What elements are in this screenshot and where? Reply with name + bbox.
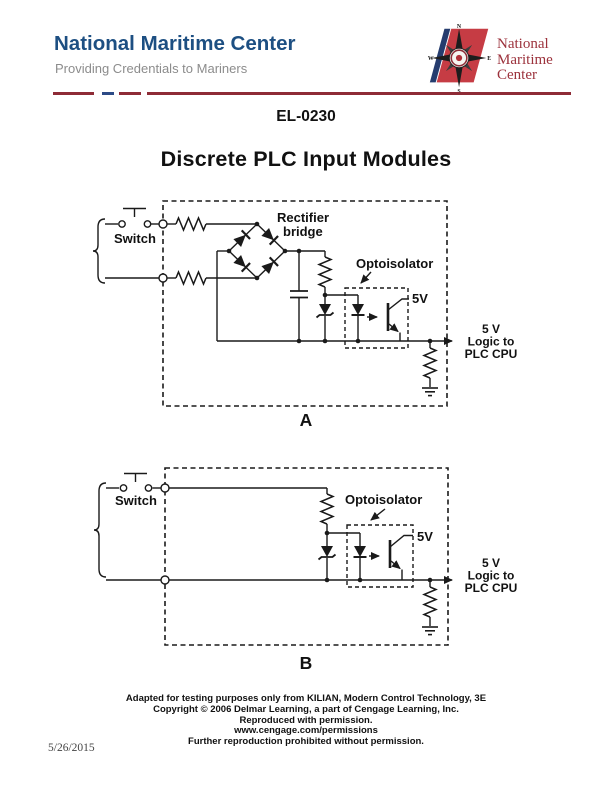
logo-word-line: Maritime	[497, 51, 553, 68]
output-label-b-line3: PLC CPU	[465, 581, 518, 595]
page-title: Discrete PLC Input Modules	[160, 147, 452, 171]
diagram-a-label: A	[300, 410, 313, 430]
compass-rose-icon	[431, 28, 487, 88]
footer-line-2: Copyright © 2006 Delmar Learning, a part…	[153, 703, 459, 715]
logo-blue-stripe	[429, 28, 451, 83]
compass-w: W	[428, 56, 434, 62]
input-terminal-b-top	[160, 483, 170, 493]
output-label-b-line2: Logic to	[468, 569, 515, 583]
input-resistor-b	[320, 493, 334, 525]
output-label-a-line2: Logic to	[468, 335, 515, 349]
optoisolator-pointer-a	[360, 271, 372, 284]
pushbutton-switch-b	[119, 472, 153, 492]
zener-diode-b	[317, 545, 337, 561]
footer-line-1: Adapted for testing purposes only from K…	[125, 693, 487, 704]
org-subtitle: Providing Credentials to Mariners	[55, 61, 248, 76]
switch-label-a: Switch	[114, 231, 156, 246]
phototransistor-b	[388, 534, 413, 580]
copyright-block: Adapted for testing purposes only from K…	[0, 693, 612, 748]
diagram-b-label: B	[300, 653, 313, 673]
input-brace-a	[92, 218, 106, 284]
optoisolator-label-b: Optoisolator	[345, 492, 422, 507]
diagram-b: Switch Optoisolator	[93, 467, 518, 673]
supply-label-a: 5V	[412, 291, 428, 306]
output-label-a-line1: 5 V	[482, 322, 500, 336]
optoisolator-box-a	[344, 287, 409, 349]
supply-label-b: 5V	[417, 529, 433, 544]
module-boundary-a	[162, 200, 448, 407]
ground-icon-a	[421, 387, 439, 397]
optoisolator-pointer-b	[370, 508, 386, 521]
document-code: EL-0230	[276, 108, 336, 125]
input-resistor-a-top	[175, 217, 207, 231]
phototransistor-a	[386, 298, 409, 341]
zener-diode-a	[315, 303, 335, 319]
pulldown-resistor-a	[423, 347, 437, 379]
header-rule-segment	[147, 92, 571, 95]
ground-icon-b	[421, 626, 439, 636]
footer-line-3: Reproduced with permission.	[239, 714, 373, 726]
nmc-compass-logo: N S W E	[428, 24, 491, 95]
series-resistor-a	[318, 256, 332, 288]
header-rule-segment	[119, 92, 141, 95]
diagram-a: Switch Rectifier bridge	[92, 200, 518, 430]
compass-n: N	[457, 24, 462, 30]
logo-word-line: Center	[497, 67, 537, 83]
print-date: 5/26/2015	[48, 742, 95, 754]
rectifier-bridge	[226, 221, 288, 281]
switch-label-b: Switch	[115, 493, 157, 508]
input-terminal-a-bottom	[158, 273, 168, 283]
pulldown-resistor-b	[423, 586, 437, 618]
org-title: National Maritime Center	[54, 32, 296, 55]
rectifier-label-line1: Rectifier	[277, 210, 329, 225]
opto-led-b	[352, 545, 368, 558]
optoisolator-box-b	[346, 524, 414, 588]
output-label-a-line3: PLC CPU	[465, 347, 518, 361]
compass-e: E	[487, 56, 491, 62]
pushbutton-switch-a	[118, 207, 152, 228]
footer-line-5: Further reproduction prohibited without …	[188, 736, 424, 748]
header-rule-segment-blue	[102, 92, 114, 95]
filter-capacitor	[290, 251, 308, 341]
footer-line-4: www.cengage.com/permissions	[234, 725, 378, 737]
opto-led-a	[350, 303, 366, 316]
input-brace-b	[93, 482, 107, 578]
header-rule-segment	[53, 92, 94, 95]
optoisolator-label-a: Optoisolator	[356, 256, 433, 271]
input-terminal-b-bottom	[160, 575, 170, 585]
logo-wordmark: National Maritime Center	[497, 36, 553, 84]
circuit-diagrams: Switch Rectifier bridge	[92, 200, 518, 673]
output-label-b-line1: 5 V	[482, 556, 500, 570]
input-terminal-a-top	[158, 219, 168, 229]
input-resistor-a-bottom	[175, 271, 207, 285]
logo-word-line: National	[497, 36, 549, 52]
rectifier-label-line2: bridge	[283, 224, 323, 239]
